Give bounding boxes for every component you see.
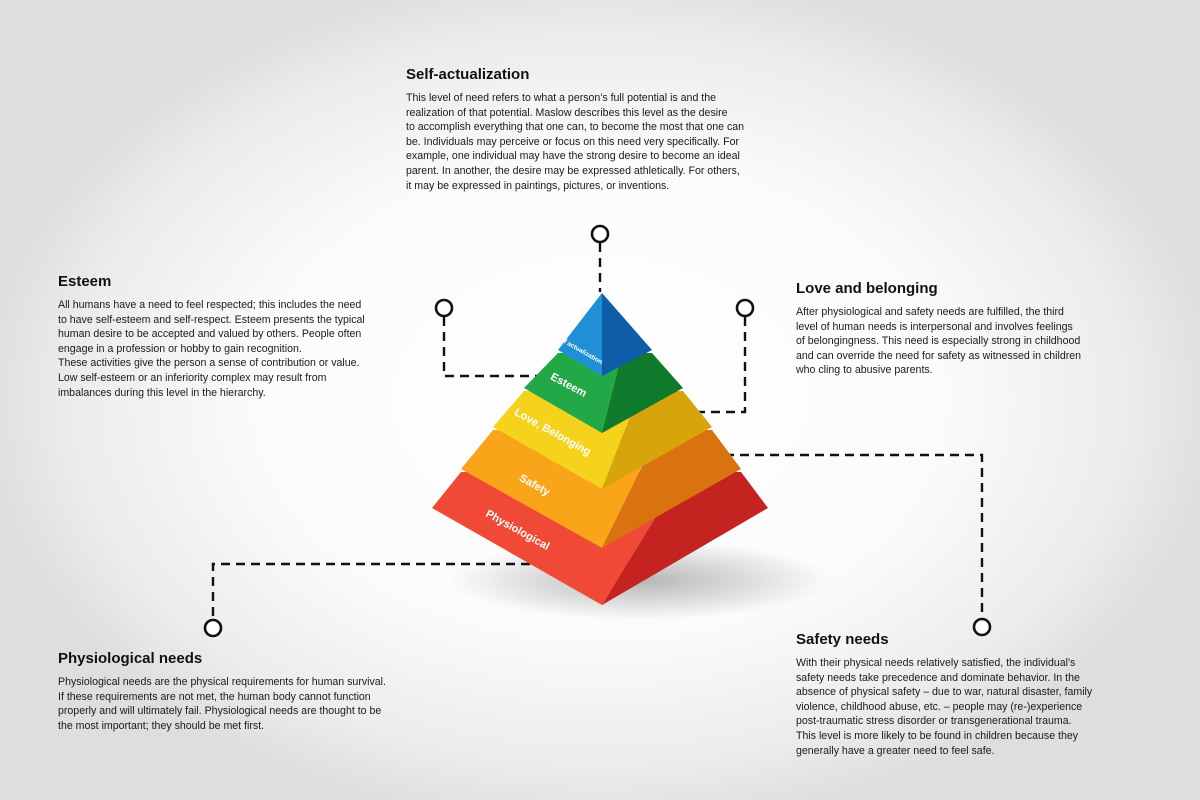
physiological-description: Physiological needs are the physical req… — [58, 676, 386, 732]
connector-physiological — [211, 562, 530, 619]
tier-self-actualization-side — [602, 293, 652, 376]
connector-end-physiological — [203, 618, 223, 638]
connector-safety — [725, 453, 984, 618]
tier-self-actualization-front — [558, 293, 602, 376]
physiological-heading: Physiological needs — [58, 650, 203, 667]
connector-end-love-belonging — [735, 298, 755, 318]
connector-esteem — [442, 317, 540, 378]
tier-love-belonging-side — [602, 391, 712, 489]
love-belonging-block: Love and belonging After physiological a… — [796, 280, 1166, 378]
tier-physiological-side — [602, 472, 768, 605]
love-belonging-heading: Love and belonging — [796, 280, 938, 297]
connector-end-safety — [972, 617, 992, 637]
self-actualization-block: Self-actualization This level of need re… — [406, 66, 826, 193]
tier-self-actualization — [558, 293, 652, 376]
tier-esteem-side — [602, 353, 683, 433]
physiological-block: Physiological needs Physiological needs … — [58, 650, 458, 733]
esteem-block: Esteem All humans have a need to feel re… — [58, 273, 438, 400]
connector-end-self-actualization — [590, 224, 610, 244]
esteem-description: All humans have a need to feel respected… — [58, 299, 365, 399]
tier-safety-side — [602, 430, 741, 548]
connector-end-esteem — [434, 298, 454, 318]
connector-love-belonging — [690, 317, 747, 414]
esteem-heading: Esteem — [58, 273, 112, 290]
safety-heading: Safety needs — [796, 631, 889, 648]
self-actualization-heading: Self-actualization — [406, 66, 530, 83]
love-belonging-description: After physiological and safety needs are… — [796, 306, 1082, 377]
safety-description: With their physical needs relatively sat… — [796, 657, 1093, 757]
self-actualization-description: This level of need refers to what a pers… — [406, 92, 745, 192]
safety-block: Safety needs With their physical needs r… — [796, 631, 1166, 758]
